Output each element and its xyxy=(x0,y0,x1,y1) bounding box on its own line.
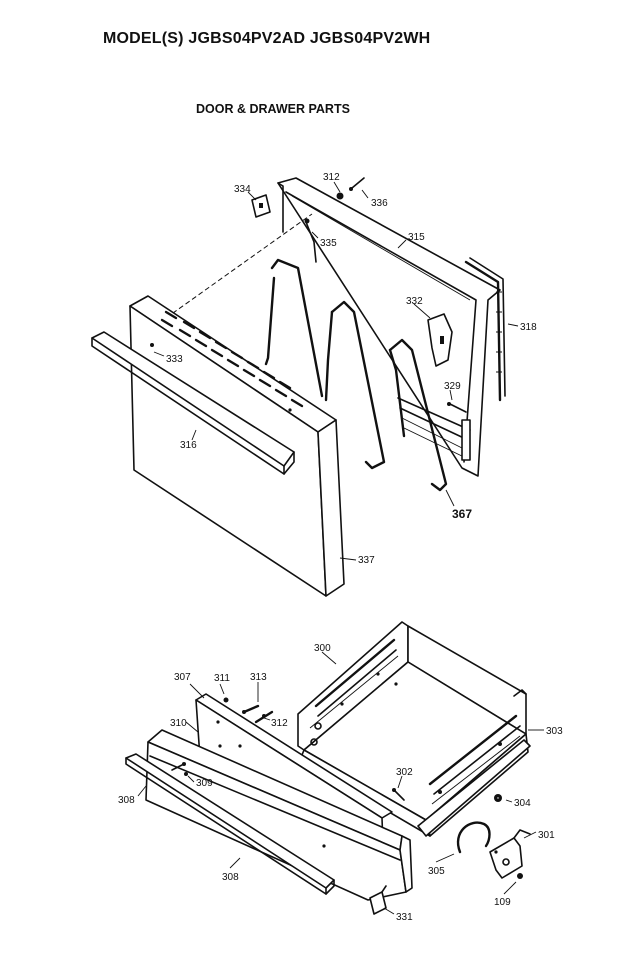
callout-307: 307 xyxy=(174,672,191,683)
door-assembly: 334 312 336 335 315 332 318 333 329 316 … xyxy=(91,172,537,597)
callout-312: 312 xyxy=(323,172,340,183)
callout-318: 318 xyxy=(520,322,537,333)
drawer-slide-rail xyxy=(417,714,531,837)
inner-door-panel xyxy=(277,177,501,477)
bracket-334 xyxy=(251,194,271,218)
callout-337: 337 xyxy=(358,555,375,566)
callout-315: 315 xyxy=(408,232,425,243)
callout-312b: 312 xyxy=(271,718,288,729)
callout-331: 331 xyxy=(396,912,413,923)
callout-305: 305 xyxy=(428,866,445,877)
callout-303: 303 xyxy=(546,726,563,737)
callout-333: 333 xyxy=(166,354,183,365)
screw-335 xyxy=(304,218,317,263)
assembly-line xyxy=(165,213,313,319)
drawer-assembly: 300 307 311 313 312 310 309 303 302 304 … xyxy=(118,621,563,923)
callout-336: 336 xyxy=(371,198,388,209)
callout-334: 334 xyxy=(234,184,251,195)
nut-304 xyxy=(494,794,502,802)
gasket-strip xyxy=(464,257,506,402)
door-handle xyxy=(91,331,295,475)
bracket-301 xyxy=(489,829,531,879)
screw-312-336 xyxy=(336,177,365,200)
callout-313: 313 xyxy=(250,672,267,683)
door-leader-lines xyxy=(153,181,519,561)
door-vent-slots xyxy=(160,310,304,408)
callout-310: 310 xyxy=(170,718,187,729)
screw-109 xyxy=(517,873,523,879)
screws-311-313-312 xyxy=(223,697,274,724)
callout-329: 329 xyxy=(444,381,461,392)
callout-300: 300 xyxy=(314,643,331,654)
model-title: MODEL(S) JGBS04PV2AD JGBS04PV2WH xyxy=(103,30,431,47)
clip-331 xyxy=(369,885,387,915)
callout-302: 302 xyxy=(396,767,413,778)
callout-332: 332 xyxy=(406,296,423,307)
spring-clip-305 xyxy=(456,821,491,854)
callout-308-bottom: 308 xyxy=(222,872,239,883)
callout-311: 311 xyxy=(214,673,230,684)
section-title: DOOR & DRAWER PARTS xyxy=(196,102,350,116)
callout-367: 367 xyxy=(452,507,472,521)
callout-304: 304 xyxy=(514,798,531,809)
screw-302 xyxy=(392,788,405,801)
callout-316: 316 xyxy=(180,440,197,451)
screw-309 xyxy=(171,762,188,776)
drawer-leader-lines xyxy=(137,651,544,915)
hinge-bracket-332 xyxy=(427,313,453,367)
callout-301: 301 xyxy=(538,830,555,841)
callout-308-left: 308 xyxy=(118,795,135,806)
drawer-body xyxy=(297,621,529,837)
screw-329 xyxy=(447,402,467,413)
callout-335: 335 xyxy=(320,238,337,249)
drawer-handle xyxy=(125,753,335,895)
callout-309: 309 xyxy=(196,778,213,789)
drawer-front xyxy=(145,729,413,901)
door-hinge-rods xyxy=(264,258,448,492)
callout-109: 109 xyxy=(494,897,511,908)
